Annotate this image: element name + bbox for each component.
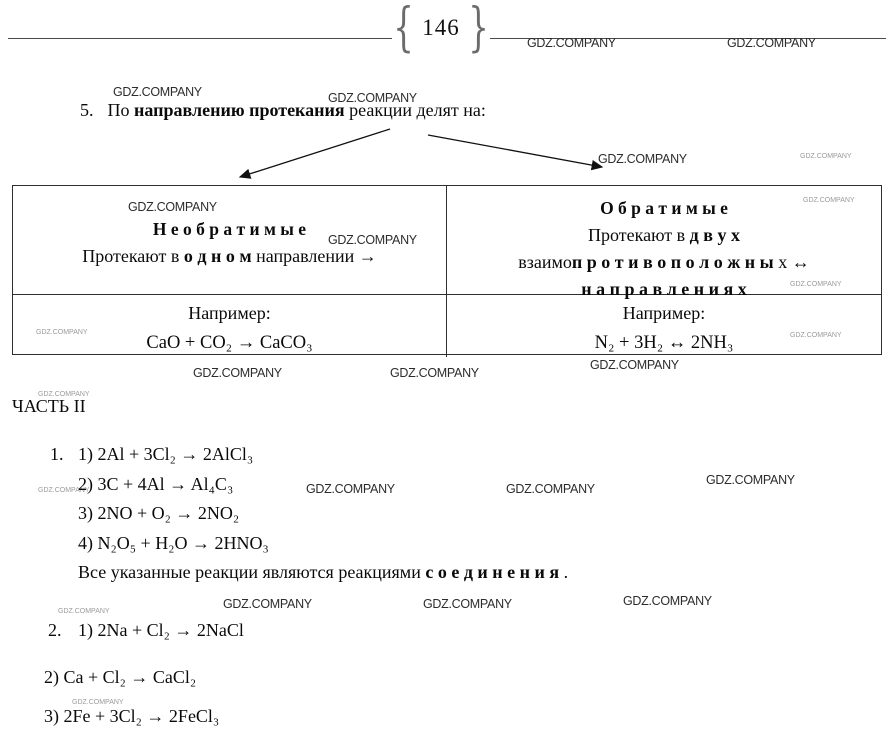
item-5-text-post: реакции делят на: bbox=[344, 100, 486, 120]
task1-equation-line: 3) 2NO + O₂ → 2NO₂ bbox=[78, 503, 239, 524]
irreversible-title: Н е о б р а т и м ы е bbox=[152, 219, 307, 239]
cell-reversible-example: Например: N₂ + 3H₂ ↔ 2NH₃ bbox=[447, 295, 881, 357]
watermark: GDZ.COMPANY bbox=[390, 366, 479, 380]
reaction-direction-table: Н е о б р а т и м ы е Протекают в о д н … bbox=[12, 185, 882, 357]
watermark: GDZ.COMPANY bbox=[803, 197, 855, 204]
equation: 3) 2NO + O₂ → 2NO₂ bbox=[78, 503, 240, 523]
arrow-to-reversible bbox=[427, 134, 604, 171]
reversible-description-line2: взаимоп р о т и в о п о л о ж н ы х ↔ bbox=[518, 252, 810, 272]
example-label: Например: bbox=[188, 303, 271, 323]
watermark: GDZ.COMPANY bbox=[306, 482, 395, 496]
equation: 3) 2Fe + 3Cl₂ → 2FeCl₃ bbox=[44, 706, 220, 726]
branch-arrows bbox=[238, 128, 604, 179]
watermark: GDZ.COMPANY bbox=[193, 366, 282, 380]
task1-marker: 1. bbox=[50, 444, 64, 464]
watermark: GDZ.COMPANY bbox=[128, 200, 217, 214]
task2-equation-line: 2) Ca + Cl₂ → CaCl₂ bbox=[44, 667, 196, 688]
arrow-to-irreversible bbox=[238, 128, 391, 179]
task2-equation-line: 3) 2Fe + 3Cl₂ → 2FeCl₃ bbox=[44, 706, 219, 727]
item-5-line: 5. По направлению протекания реакции деля… bbox=[80, 100, 486, 121]
item-5-text-pre: По bbox=[107, 100, 134, 120]
cell-irreversible: Н е о б р а т и м ы е Протекают в о д н … bbox=[13, 186, 447, 295]
watermark: GDZ.COMPANY bbox=[58, 608, 110, 615]
task1-equation-line: 1. 1) 2Al + 3Cl₂ → 2AlCl₃ bbox=[50, 444, 253, 465]
task1-conclusion: Все указанные реакции являются реакциями… bbox=[78, 562, 569, 582]
left-brace-decoration: { bbox=[393, 0, 414, 58]
page-number-block: { 146 } bbox=[392, 0, 490, 56]
cell-reversible: О б р а т и м ы е Протекают в д в у х вз… bbox=[447, 186, 881, 299]
watermark: GDZ.COMPANY bbox=[223, 597, 312, 611]
watermark: GDZ.COMPANY bbox=[527, 36, 616, 50]
cell-irreversible-example: Например: CaO + CO₂ → CaCO₃ bbox=[13, 295, 447, 357]
watermark: GDZ.COMPANY bbox=[598, 152, 687, 166]
irreversible-example-equation: CaO + CO₂ → CaCO₃ bbox=[146, 333, 313, 353]
task2-marker: 2. bbox=[48, 620, 62, 640]
watermark: GDZ.COMPANY bbox=[328, 233, 417, 247]
part-2-heading: ЧАСТЬ II bbox=[12, 396, 86, 416]
watermark: GDZ.COMPANY bbox=[623, 594, 712, 608]
watermark: GDZ.COMPANY bbox=[36, 329, 88, 336]
watermark: GDZ.COMPANY bbox=[38, 487, 90, 494]
item-5-marker: 5. bbox=[80, 100, 94, 120]
watermark: GDZ.COMPANY bbox=[328, 91, 417, 105]
watermark: GDZ.COMPANY bbox=[790, 281, 842, 288]
reversible-description-line3: н а п р а в л е н и я х bbox=[581, 279, 747, 299]
watermark: GDZ.COMPANY bbox=[706, 473, 795, 487]
example-label: Например: bbox=[622, 303, 706, 323]
equation: 1) 2Al + 3Cl₂ → 2AlCl₃ bbox=[78, 444, 254, 464]
equation: 4) N₂O₅ + H₂O → 2HNO₃ bbox=[78, 533, 269, 553]
reversible-example-equation: N₂ + 3H₂ ↔ 2NH₃ bbox=[594, 333, 734, 353]
irreversible-description: Протекают в о д н о м направлении → bbox=[82, 246, 377, 266]
item-5-text-bold: направлению протекания bbox=[134, 100, 345, 120]
watermark: GDZ.COMPANY bbox=[727, 36, 816, 50]
equation: 1) 2Na + Cl₂ → 2NaCl bbox=[78, 620, 244, 640]
watermark: GDZ.COMPANY bbox=[800, 153, 852, 160]
page-number: 146 bbox=[422, 15, 460, 40]
task1-equation-line: 4) N₂O₅ + H₂O → 2HNO₃ bbox=[78, 533, 269, 554]
watermark: GDZ.COMPANY bbox=[506, 482, 595, 496]
watermark: GDZ.COMPANY bbox=[38, 391, 90, 398]
watermark: GDZ.COMPANY bbox=[72, 699, 124, 706]
task2-equation-line: 2. 1) 2Na + Cl₂ → 2NaCl bbox=[48, 620, 244, 641]
reversible-title: О б р а т и м ы е bbox=[600, 198, 728, 218]
equation: 2) 3C + 4Al → Al₄C₃ bbox=[78, 474, 234, 494]
watermark: GDZ.COMPANY bbox=[113, 85, 202, 99]
equation: 2) Ca + Cl₂ → CaCl₂ bbox=[44, 667, 197, 687]
task1-equation-line: 2) 3C + 4Al → Al₄C₃ bbox=[78, 474, 233, 495]
reversible-description-line1: Протекают в д в у х bbox=[588, 225, 740, 245]
watermark: GDZ.COMPANY bbox=[590, 358, 679, 372]
watermark: GDZ.COMPANY bbox=[423, 597, 512, 611]
watermark: GDZ.COMPANY bbox=[790, 332, 842, 339]
right-brace-decoration: } bbox=[468, 0, 489, 58]
